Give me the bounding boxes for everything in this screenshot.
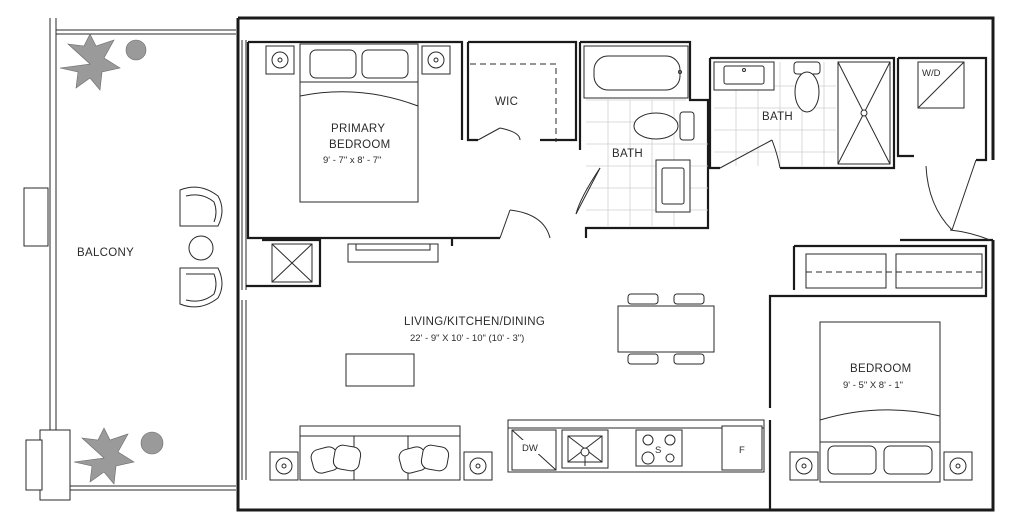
bed <box>819 321 941 443</box>
tv-unit <box>347 243 439 263</box>
primary-bedroom-label-2: BEDROOM <box>329 139 391 151</box>
bath-one: BATH <box>575 40 710 238</box>
lamp-icon <box>463 451 493 481</box>
primary-bedroom: PRIMARY BEDROOM 9' - 7" x 8' - 7" <box>246 40 551 246</box>
stove: S <box>635 429 683 467</box>
laundry-closet: W/D <box>896 56 988 231</box>
lamp-icon <box>943 451 973 481</box>
bathtub <box>583 45 689 99</box>
exterior-walls <box>236 16 995 512</box>
living-dims: 22' - 9" X 10' - 10" (10' - 3") <box>410 333 524 344</box>
toilet <box>793 61 821 113</box>
bath-one-label: BATH <box>612 148 643 160</box>
fridge: F <box>721 425 763 471</box>
vanity-sink <box>655 159 691 213</box>
wic-label: WIC <box>495 96 518 108</box>
vanity-sink <box>713 61 775 91</box>
living-label: LIVING/KITCHEN/DINING <box>404 316 545 328</box>
fridge-label: F <box>739 445 745 456</box>
lamp-icon <box>789 451 819 481</box>
bedroom-label: BEDROOM <box>850 363 912 375</box>
stove-label: S <box>655 445 661 456</box>
dishwasher: DW <box>511 429 557 471</box>
coffee-table <box>345 353 415 387</box>
shower <box>837 61 891 165</box>
bed <box>299 81 419 203</box>
sofa <box>299 425 461 481</box>
wd-label: W/D <box>922 68 941 79</box>
balcony-chair <box>179 186 223 227</box>
bedroom: BEDROOM 9' - 5" X 8' - 1" <box>768 244 988 510</box>
entry-hall <box>900 229 993 242</box>
plant-icon <box>73 427 164 485</box>
lamp-icon <box>265 45 295 75</box>
balcony-area: BALCONY <box>23 18 236 501</box>
lamp-icon <box>421 45 451 75</box>
walk-in-closet: WIC <box>466 40 578 142</box>
plant-icon <box>59 33 147 91</box>
dining-table <box>617 293 715 365</box>
bedroom-dims: 9' - 5" X 8' - 1" <box>843 380 903 391</box>
utility-box <box>271 243 313 283</box>
balcony-label: BALCONY <box>77 247 134 259</box>
washer-dryer <box>917 61 965 109</box>
bath-two-label: BATH <box>762 111 793 123</box>
primary-bedroom-label-1: PRIMARY <box>331 123 385 135</box>
balcony-table <box>188 235 214 261</box>
lamp-icon <box>269 451 299 481</box>
primary-bedroom-dims: 9' - 7" x 8' - 7" <box>323 155 381 166</box>
bath-two: BATH <box>708 56 896 170</box>
dishwasher-label: DW <box>522 443 538 454</box>
balcony-chair <box>179 267 223 308</box>
toilet <box>633 111 695 141</box>
kitchen-sink <box>561 429 609 469</box>
living-kitchen-dining: DW S F LIVING/KITCHEN/DINING 22' - 9" X … <box>246 238 765 481</box>
